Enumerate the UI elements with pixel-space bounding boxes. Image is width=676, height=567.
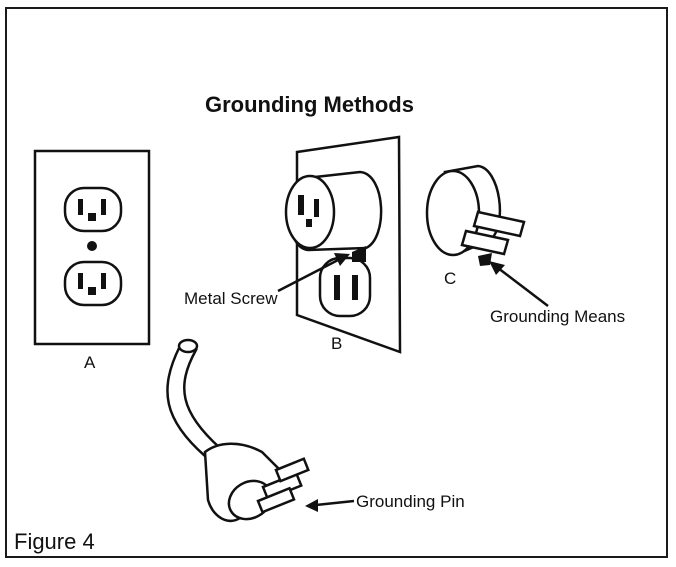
plate-screw-a bbox=[87, 241, 97, 251]
arrow-grounding-pin bbox=[315, 499, 355, 507]
plug-c-prong-1 bbox=[472, 210, 526, 238]
label-b: B bbox=[331, 334, 343, 353]
plug-c-prong-2 bbox=[460, 229, 510, 256]
receptacle-top bbox=[63, 186, 123, 233]
receptacle-bottom bbox=[63, 260, 123, 307]
grounding-means-lug bbox=[478, 253, 492, 266]
outlet-b-details bbox=[298, 195, 366, 300]
plug-prong-3 bbox=[274, 457, 310, 483]
arrow-metal-screw bbox=[277, 257, 341, 293]
label-c: C bbox=[444, 269, 457, 288]
arrow-heads bbox=[305, 253, 505, 512]
figure-label: Figure 4 bbox=[14, 529, 95, 554]
figure-frame bbox=[5, 7, 668, 558]
label-a: A bbox=[84, 353, 96, 372]
wall-plate-a bbox=[33, 149, 151, 346]
cord-end bbox=[177, 338, 199, 354]
diagram-title: Grounding Methods bbox=[205, 92, 414, 117]
metal-screw-tab bbox=[352, 246, 366, 262]
power-cord bbox=[166, 344, 223, 458]
outlet-a-slots bbox=[78, 199, 106, 295]
three-prong-plug-c bbox=[425, 164, 526, 257]
adapter-face bbox=[284, 174, 336, 250]
arrow-grounding-means bbox=[497, 267, 549, 307]
outlet-with-adapter-b bbox=[284, 135, 402, 354]
label-metal-screw: Metal Screw bbox=[184, 289, 278, 308]
plug-prong-2 bbox=[256, 486, 296, 514]
duplex-outlet-a bbox=[33, 149, 151, 346]
label-grounding-means: Grounding Means bbox=[490, 307, 626, 326]
grounding-pin-plug bbox=[166, 338, 310, 523]
label-grounding-pin: Grounding Pin bbox=[356, 492, 465, 511]
callout-arrows bbox=[277, 257, 549, 507]
